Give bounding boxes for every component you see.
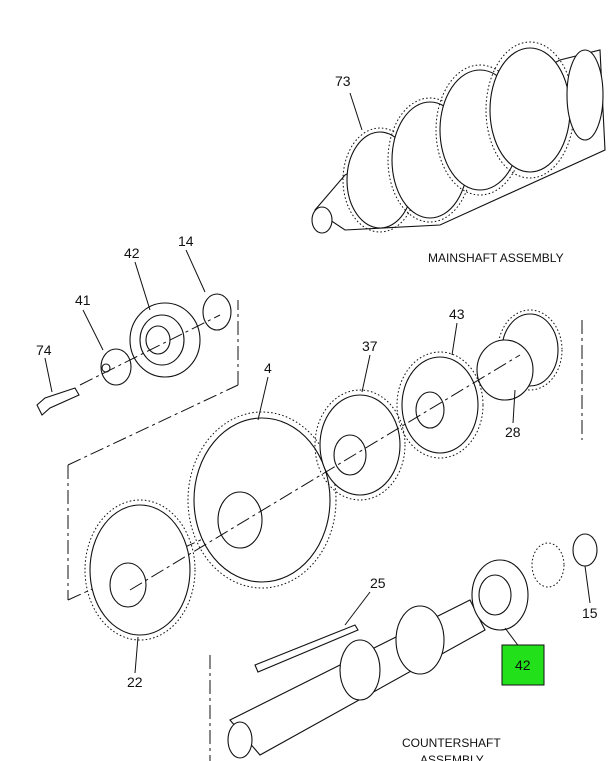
callout-42-top: 42 [124,245,140,261]
callout-43: 43 [449,306,465,322]
callout-14: 14 [178,233,194,249]
caption-mainshaft: MAINSHAFT ASSEMBLY [428,251,564,265]
callout-37: 37 [362,338,378,354]
callout-41: 41 [75,292,91,308]
callout-4: 4 [264,360,272,376]
callout-25: 25 [370,575,386,591]
mainshaft-assembly [311,41,606,234]
countershaft-assembly [209,533,598,761]
callout-28: 28 [505,424,521,440]
highlight-box[interactable] [501,644,545,686]
caption-countershaft-line2: ASSEMBLY [420,753,484,761]
callout-42-highlight[interactable]: 42 [515,657,531,673]
gear-train-frame [67,300,583,601]
gear-37 [314,389,406,501]
gear-43 [396,351,484,459]
callout-22: 22 [127,674,143,690]
callout-73: 73 [335,73,351,89]
countershaft-axis-line [129,354,521,591]
leader-lines [44,92,591,674]
callout-15: 15 [582,605,598,621]
bearing-group-top [36,293,232,416]
gear-28 [476,309,563,401]
caption-countershaft-line1: COUNTERSHAFT [402,736,501,750]
gear-22 [84,499,196,641]
gear-4 [187,411,337,589]
callout-74: 74 [36,342,52,358]
